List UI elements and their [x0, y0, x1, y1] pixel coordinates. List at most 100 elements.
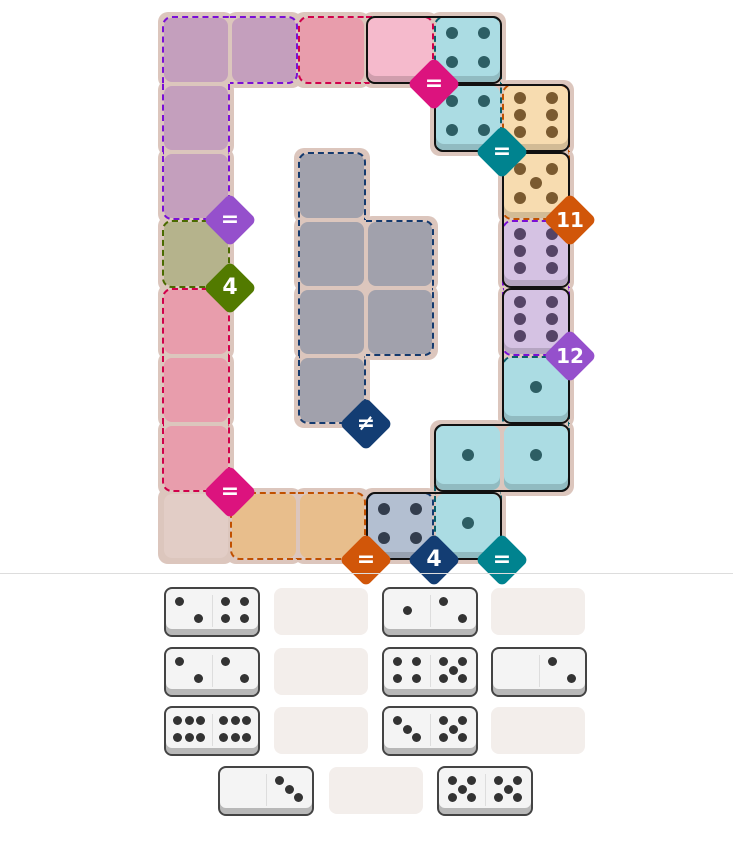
board-cell-purple[interactable]	[232, 18, 296, 82]
pip	[175, 657, 184, 666]
pip	[446, 123, 458, 136]
region-outline	[298, 356, 366, 424]
empty-domino-slot	[491, 588, 585, 635]
constraint-badge-label: =	[424, 71, 444, 96]
constraint-badge-label: =	[492, 139, 512, 164]
placed-domino-half[interactable]	[504, 426, 568, 490]
pip	[412, 733, 421, 742]
pip	[240, 614, 249, 623]
board-cell-gray[interactable]	[368, 222, 432, 286]
empty-domino-slot	[491, 707, 585, 754]
tray-domino-0-2[interactable]	[491, 647, 587, 697]
constraint-badge-label: =	[356, 547, 376, 572]
placed-domino-half[interactable]	[504, 290, 568, 354]
pip	[275, 776, 284, 785]
pip	[393, 716, 402, 725]
pip	[439, 716, 448, 725]
constraint-badge-label: =	[220, 207, 240, 232]
pip	[410, 502, 422, 515]
region-outline	[366, 220, 434, 288]
placed-domino-half[interactable]	[436, 426, 500, 490]
pip	[439, 733, 448, 742]
empty-domino-slot	[274, 588, 368, 635]
pip	[194, 674, 203, 683]
region-outline	[162, 424, 230, 492]
pip	[458, 657, 467, 666]
pip	[378, 502, 390, 515]
pip	[514, 91, 526, 104]
pip	[503, 784, 513, 794]
pip	[448, 724, 458, 734]
pip	[173, 716, 183, 725]
pip	[546, 91, 558, 104]
pip	[478, 26, 490, 39]
pip	[530, 381, 542, 393]
pip	[294, 793, 303, 802]
domino-divider	[430, 714, 431, 746]
pip	[514, 330, 526, 343]
pip	[173, 733, 183, 742]
pip	[546, 162, 558, 175]
constraint-badge-label: 4	[222, 275, 238, 300]
pip	[567, 674, 576, 683]
pip	[221, 597, 230, 606]
region-outline	[298, 16, 366, 84]
domino-divider	[430, 595, 431, 627]
tray-domino-4-5[interactable]	[382, 647, 478, 697]
board-cell-purple[interactable]	[164, 18, 228, 82]
pip	[458, 614, 467, 623]
tray-domino-2-2[interactable]	[164, 647, 260, 697]
pip	[284, 784, 294, 794]
pip	[439, 657, 448, 666]
pip	[478, 94, 490, 107]
constraint-badge-label: =	[220, 479, 240, 504]
pip	[494, 793, 503, 802]
pip	[546, 295, 558, 308]
domino-divider	[212, 595, 213, 627]
pip	[462, 449, 474, 461]
domino-divider	[212, 655, 213, 687]
pip	[439, 674, 448, 683]
placed-domino-half[interactable]	[436, 18, 500, 82]
pip	[530, 177, 542, 189]
pip	[446, 26, 458, 39]
board-cell-gray[interactable]	[368, 290, 432, 354]
pip	[514, 227, 526, 240]
region-outline	[162, 16, 230, 84]
tray-domino-0-3[interactable]	[218, 766, 314, 816]
pip	[514, 126, 526, 139]
pip	[514, 162, 526, 175]
board-cell-gray[interactable]	[300, 154, 364, 218]
pip	[410, 531, 422, 544]
board-cell-purple[interactable]	[164, 86, 228, 150]
pip	[402, 724, 412, 734]
pip	[219, 733, 229, 742]
empty-domino-slot	[274, 707, 368, 754]
board-cell-gray[interactable]	[300, 290, 364, 354]
tray-domino-3-5[interactable]	[382, 706, 478, 756]
board-cell-gray[interactable]	[300, 222, 364, 286]
tray-domino-5-5[interactable]	[437, 766, 533, 816]
tray-domino-1-2[interactable]	[382, 587, 478, 637]
domino-divider	[212, 714, 213, 746]
pip	[478, 123, 490, 136]
pip	[402, 605, 412, 615]
pip	[195, 716, 205, 725]
region-outline	[298, 152, 366, 220]
pip	[219, 716, 229, 725]
constraint-badge-label: ≠	[356, 411, 376, 436]
board-cell-red-left[interactable]	[164, 358, 228, 422]
board-cell-red-top[interactable]	[300, 18, 364, 82]
pip	[494, 776, 503, 785]
pip	[230, 716, 240, 725]
tray-domino-6-6[interactable]	[164, 706, 260, 756]
pip	[230, 733, 240, 742]
pip	[514, 295, 526, 308]
region-outline	[298, 220, 366, 288]
pip	[546, 262, 558, 275]
pip	[462, 517, 474, 529]
pip	[195, 733, 205, 742]
pip	[446, 55, 458, 68]
pip	[458, 674, 467, 683]
tray-domino-2-4[interactable]	[164, 587, 260, 637]
